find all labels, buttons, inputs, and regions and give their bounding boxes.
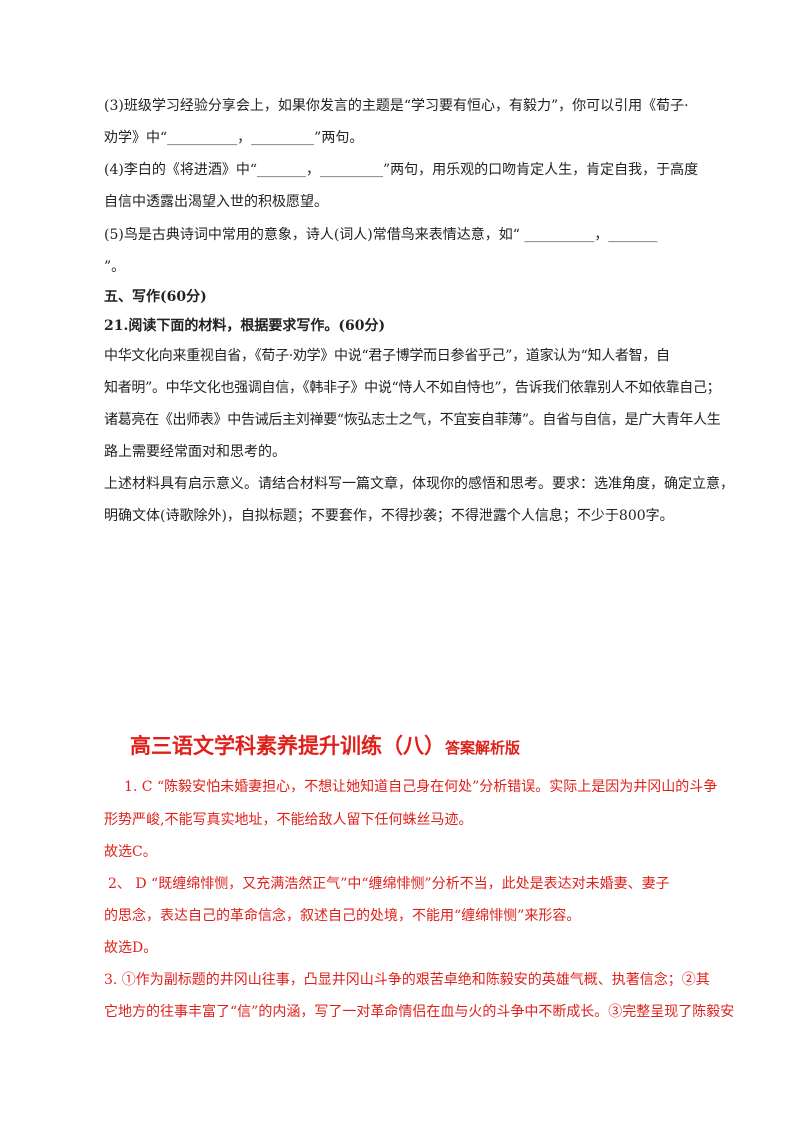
- fill-item-5-line2: ”。: [104, 259, 126, 275]
- answer-title-sub: 答案解析版: [445, 739, 521, 757]
- answer-3-line2: 它地方的往事丰富了“信”的内涵，写了一对革命情侣在血与火的斗争中不断成长。③完整…: [104, 1004, 735, 1020]
- answer-2-choice: 故选D。: [104, 940, 158, 956]
- answer-1-line1: 1. C “陈毅安怕未婚妻担心，不想让她知道自己身在何处”分析错误。实际上是因为…: [124, 779, 718, 795]
- fill-item-4-line1: (4)李白的《将进酒》中“_______，_________”两句，用乐观的口吻…: [104, 162, 699, 178]
- material-line-4: 路上需要经常面对和思考的。: [104, 444, 286, 460]
- requirement-line-2: 明确文体(诗歌除外)，自拟标题；不要套作，不得抄袭；不得泄露个人信息；不少于80…: [104, 508, 674, 524]
- fill-item-4-line2: 自信中透露出渴望入世的积极愿望。: [104, 194, 328, 210]
- answer-1-line2: 形势严峻,不能写真实地址，不能给敌人留下任何蛛丝马迹。: [104, 812, 473, 828]
- answer-1-choice: 故选C。: [104, 844, 157, 860]
- question-21-heading: 21.阅读下面的材料，根据要求写作。(60分): [104, 318, 386, 334]
- answer-2-line1: 2、 D “既缠绵悱恻，又充满浩然正气”中“缠绵悱恻”分析不当，此处是表达对未婚…: [108, 876, 670, 892]
- material-line-2: 知者明”。中华文化也强调自信，《韩非子》中说“恃人不如自恃也”，告诉我们依靠别人…: [104, 380, 721, 396]
- material-line-1: 中华文化向来重视自省，《荀子·劝学》中说“君子博学而日参省乎己”，道家认为“知人…: [104, 348, 670, 364]
- fill-item-3-line1: (3)班级学习经验分享会上，如果你发言的主题是“学习要有恒心，有毅力”，你可以引…: [104, 98, 689, 114]
- fill-item-5-line1: (5)鸟是古典诗词中常用的意象，诗人(词人)常借鸟来表情达意，如“ ______…: [104, 227, 658, 243]
- answer-title: 高三语文学科素养提升训练（八）答案解析版: [130, 730, 520, 760]
- material-line-3: 诸葛亮在《出师表》中告诫后主刘禅要“恢弘志士之气，不宜妄自菲薄”。自省与自信，是…: [104, 412, 721, 428]
- answer-3-line1: 3. ①作为副标题的井冈山往事，凸显井冈山斗争的艰苦卓绝和陈毅安的英雄气概、执著…: [104, 972, 710, 988]
- answer-2-line2: 的思念，表达自己的革命信念，叙述自己的处境，不能用“缠绵悱恻”来形容。: [104, 908, 581, 924]
- section-heading-writing: 五、写作(60分): [104, 289, 207, 305]
- answer-title-main: 高三语文学科素养提升训练（八）: [130, 734, 445, 758]
- requirement-line-1: 上述材料具有启示意义。请结合材料写一篇文章，体现你的感悟和思考。要求：选准角度，…: [104, 476, 734, 492]
- fill-item-3-line2: 劝学》中“__________，_________”两句。: [104, 130, 364, 146]
